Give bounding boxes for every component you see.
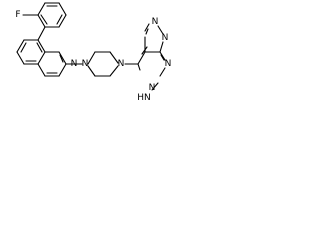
bond [37,51,46,65]
bond [159,41,164,53]
bond [58,14,67,28]
bond [20,42,27,53]
nitrogen-label: N [82,59,89,69]
nitrogen-label: N [162,33,169,43]
nitrogen-label: N [165,59,172,69]
bond [144,23,150,32]
bond [58,51,67,65]
nitrogen-label: N [71,59,78,69]
bond [87,51,96,65]
bond [40,14,48,25]
bond [59,54,64,63]
bond [145,28,149,35]
bond [16,51,25,65]
bond [58,63,67,77]
chemical-structure: F N N N N N N N HN [15,2,171,103]
bond [151,82,159,91]
bond [109,51,119,64]
bond [36,42,43,53]
bond [109,65,119,77]
bond [159,67,166,77]
bond [37,39,46,53]
bond [37,2,46,16]
bond [137,63,141,71]
atom-labels: F N N N N N N N HN [15,10,171,103]
nitrogen-label: N [152,17,159,27]
bond [160,54,165,61]
bond [16,39,25,53]
bond [37,14,46,28]
bond [87,65,96,77]
bonds [16,2,166,91]
nitrogen-label: N [118,59,125,69]
bond [58,2,67,16]
bond [157,25,164,35]
bond [37,26,46,41]
nh-label: HN [137,93,151,103]
bond [56,14,63,25]
bond [159,51,166,61]
bond [137,51,146,65]
nitrogen-label: N [149,83,156,93]
fluorine-label: F [15,10,20,20]
bond [37,63,46,77]
